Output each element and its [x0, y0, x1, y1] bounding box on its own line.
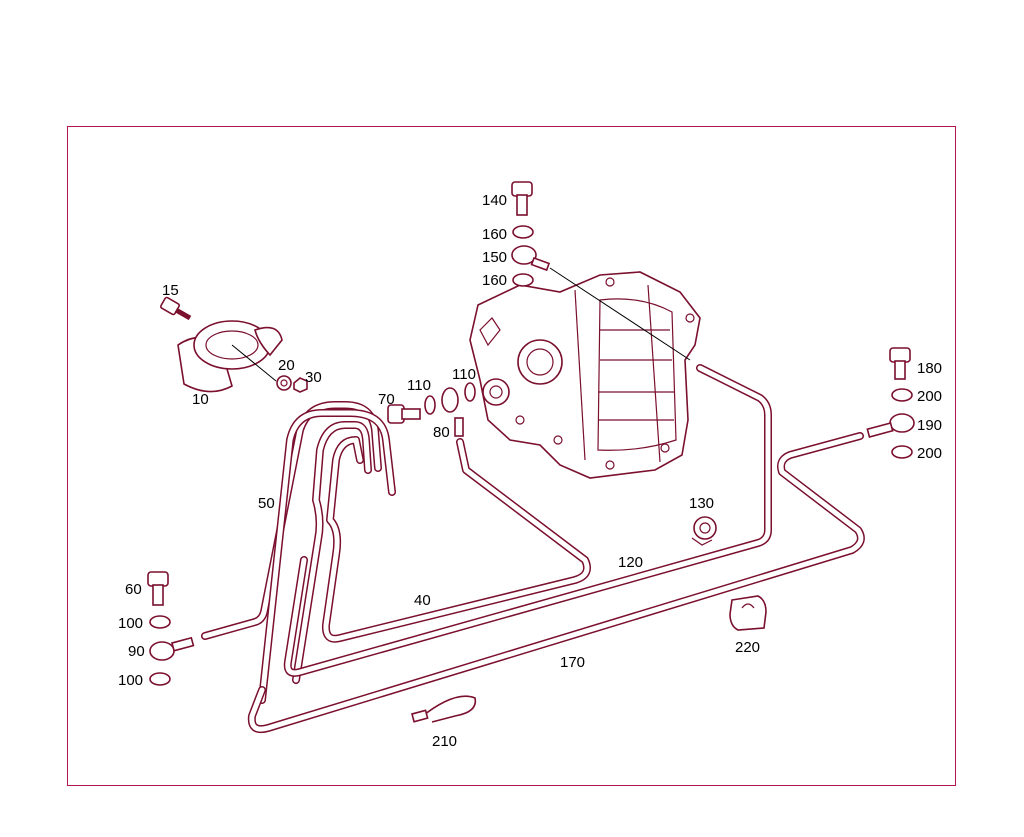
part-90-banjo-fitting	[149, 636, 195, 661]
label-90: 90	[128, 643, 145, 660]
part-140-hollow-bolt	[511, 181, 533, 216]
label-100-top: 100	[118, 615, 143, 632]
label-15: 15	[162, 282, 179, 299]
part-100-washer-top	[149, 615, 171, 629]
part-labels: 15 10 20 30 70 110 110 80 140 160 150 16…	[118, 192, 942, 750]
label-190: 190	[917, 417, 942, 434]
label-170: 170	[560, 654, 585, 671]
label-160-bottom: 160	[482, 272, 507, 289]
part-130-clamp	[691, 516, 717, 546]
label-140: 140	[482, 192, 507, 209]
label-120: 120	[618, 554, 643, 571]
label-160-top: 160	[482, 226, 507, 243]
label-60: 60	[125, 581, 142, 598]
label-30: 30	[305, 369, 322, 386]
label-100-bottom: 100	[118, 672, 143, 689]
label-180: 180	[917, 360, 942, 377]
tube-120	[283, 364, 772, 677]
part-160-washer-bottom	[512, 273, 534, 287]
label-80: 80	[433, 424, 450, 441]
label-220: 220	[735, 639, 760, 656]
part-160-washer-top	[512, 225, 534, 239]
label-210: 210	[432, 733, 457, 750]
part-70-hollow-bolt	[387, 404, 421, 424]
label-70: 70	[378, 391, 395, 408]
part-60-hollow-bolt	[147, 571, 169, 606]
label-50: 50	[258, 495, 275, 512]
part-110-washer-left	[424, 395, 436, 415]
part-210-cable-tie	[411, 695, 477, 723]
part-30-nut	[293, 377, 308, 393]
label-200-bottom: 200	[917, 445, 942, 462]
label-110-left: 110	[407, 377, 431, 394]
diagram-frame	[67, 126, 956, 786]
part-15-bolt	[160, 296, 192, 321]
part-150-banjo-fitting	[511, 245, 551, 272]
part-190-banjo-fitting	[866, 413, 915, 438]
label-200-top: 200	[917, 388, 942, 405]
label-130: 130	[689, 495, 714, 512]
part-220-grommet	[729, 595, 767, 631]
label-150: 150	[482, 249, 507, 266]
part-200-washer-top	[891, 388, 913, 402]
part-20-washer-hole	[280, 379, 288, 387]
tube-40	[321, 436, 591, 643]
part-180-hollow-bolt	[889, 347, 911, 380]
label-110-right: 110	[452, 366, 476, 383]
label-20: 20	[278, 357, 295, 374]
label-10: 10	[192, 391, 209, 408]
label-40: 40	[414, 592, 431, 609]
tube-170	[247, 432, 865, 734]
part-10-bracket	[177, 320, 283, 393]
transfer-case-housing	[469, 271, 701, 479]
tube-50	[201, 401, 396, 704]
part-20-washer	[276, 375, 292, 391]
part-100-washer-bottom	[149, 672, 171, 686]
part-200-washer-bottom	[891, 445, 913, 459]
part-80-banjo-fitting	[441, 387, 464, 437]
assembly-line-150	[549, 267, 691, 361]
part-110-washer-right	[464, 382, 476, 402]
